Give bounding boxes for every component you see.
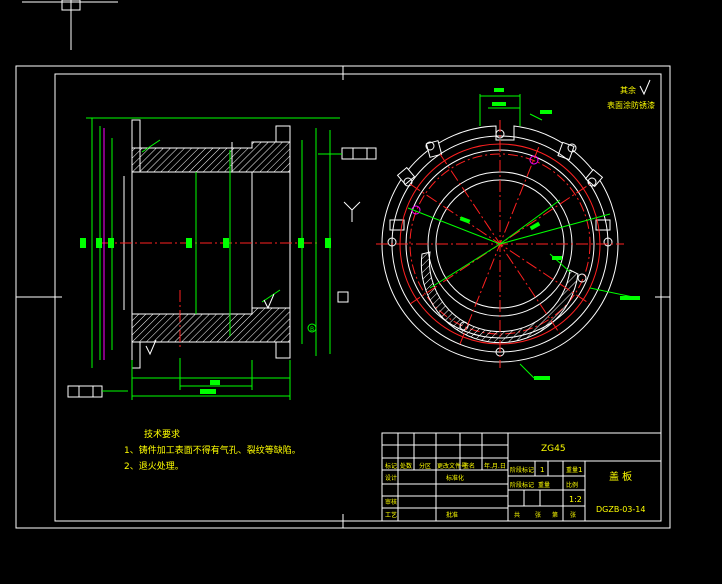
svg-text:比例: 比例 [566,481,578,489]
section-view: B [67,117,377,400]
end-view [376,88,640,380]
svg-text:批准: 批准 [446,511,458,519]
technical-notes: 技术要求 1、铸件加工表面不得有气孔、裂纹等缺陷。 2、退火处理。 [124,428,301,472]
svg-text:更改文件号: 更改文件号 [437,462,467,470]
svg-text:阶段标记: 阶段标记 [510,481,534,489]
svg-text:签名: 签名 [463,462,475,470]
svg-text:第: 第 [552,511,558,519]
part-name: 盖 板 [609,470,632,483]
svg-text:张: 张 [535,511,541,519]
cursor-crosshair [22,0,118,50]
svg-text:审核: 审核 [385,498,397,506]
hatched-section [420,251,579,344]
drawing-frame [15,65,671,529]
svg-text:设计: 设计 [385,474,397,482]
upper-wall-section [131,141,291,173]
svg-text:标准化: 标准化 [446,474,464,482]
tolerance-box-lower [67,385,128,398]
title-block-text: 标记 处数 分区 更改文件号 签名 年.月.日 设计 标准化 审核 工艺 批准 … [385,462,578,519]
svg-text:处数: 处数 [400,462,412,470]
svg-text:表面涂防锈漆: 表面涂防锈漆 [607,100,655,110]
title-block [381,432,662,522]
drawing-number: DGZB-03-14 [596,505,645,514]
svg-text:重量: 重量 [566,466,578,474]
svg-text:阶段标记: 阶段标记 [510,466,534,474]
svg-text:分区: 分区 [419,462,431,470]
scale-value: 1:2 [569,495,582,504]
svg-text:重量: 重量 [538,481,550,489]
material-label: ZG45 [541,444,566,454]
svg-text:其余: 其余 [620,85,636,95]
lower-wall-section [131,307,291,343]
datum-b-label: B [310,326,314,333]
notes-item-2: 2、退火处理。 [124,460,184,472]
svg-text:共: 共 [514,511,520,519]
outer-flange-outline [381,125,619,363]
svg-text:工艺: 工艺 [385,511,397,519]
count-b: 1 [578,466,582,474]
svg-text:标记: 标记 [385,462,397,470]
surface-note: 其余 表面涂防锈漆 [607,79,655,110]
tolerance-box-upper [318,147,377,160]
notes-item-1: 1、铸件加工表面不得有气孔、裂纹等缺陷。 [124,444,301,456]
svg-text:张: 张 [570,511,576,519]
svg-text:年.月.日: 年.月.日 [484,462,506,470]
notes-heading: 技术要求 [144,428,180,440]
count-a: 1 [540,466,544,474]
